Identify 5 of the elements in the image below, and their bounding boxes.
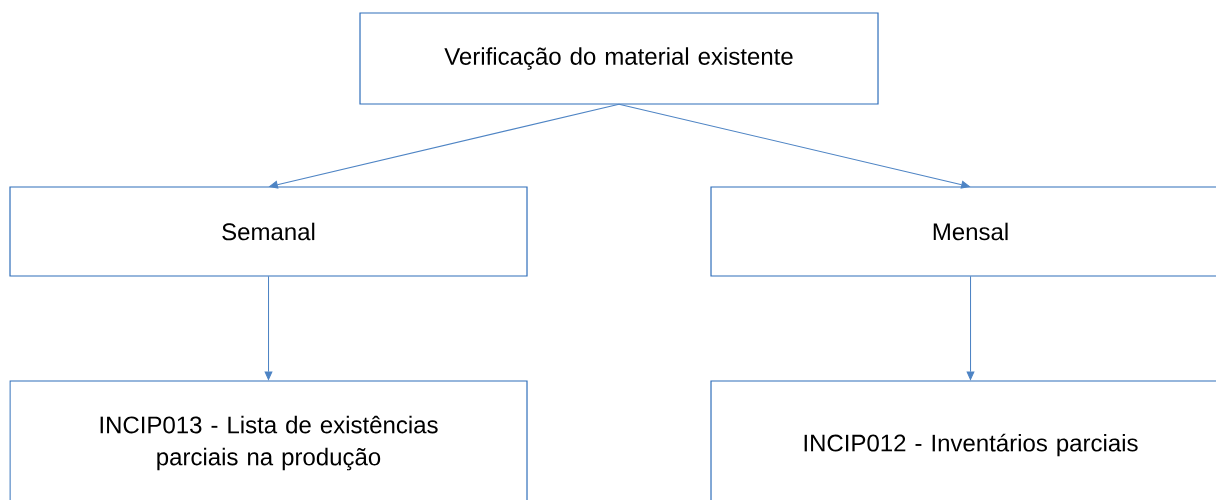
process-box: Verificação do material existente — [359, 12, 879, 105]
process-box: Mensal — [710, 186, 1216, 277]
process-box: INCIP013 - Lista de existências parciais na produção — [9, 380, 528, 500]
process-box: Semanal — [9, 186, 528, 277]
process-box: INCIP012 - Inventários parciais — [710, 380, 1216, 500]
